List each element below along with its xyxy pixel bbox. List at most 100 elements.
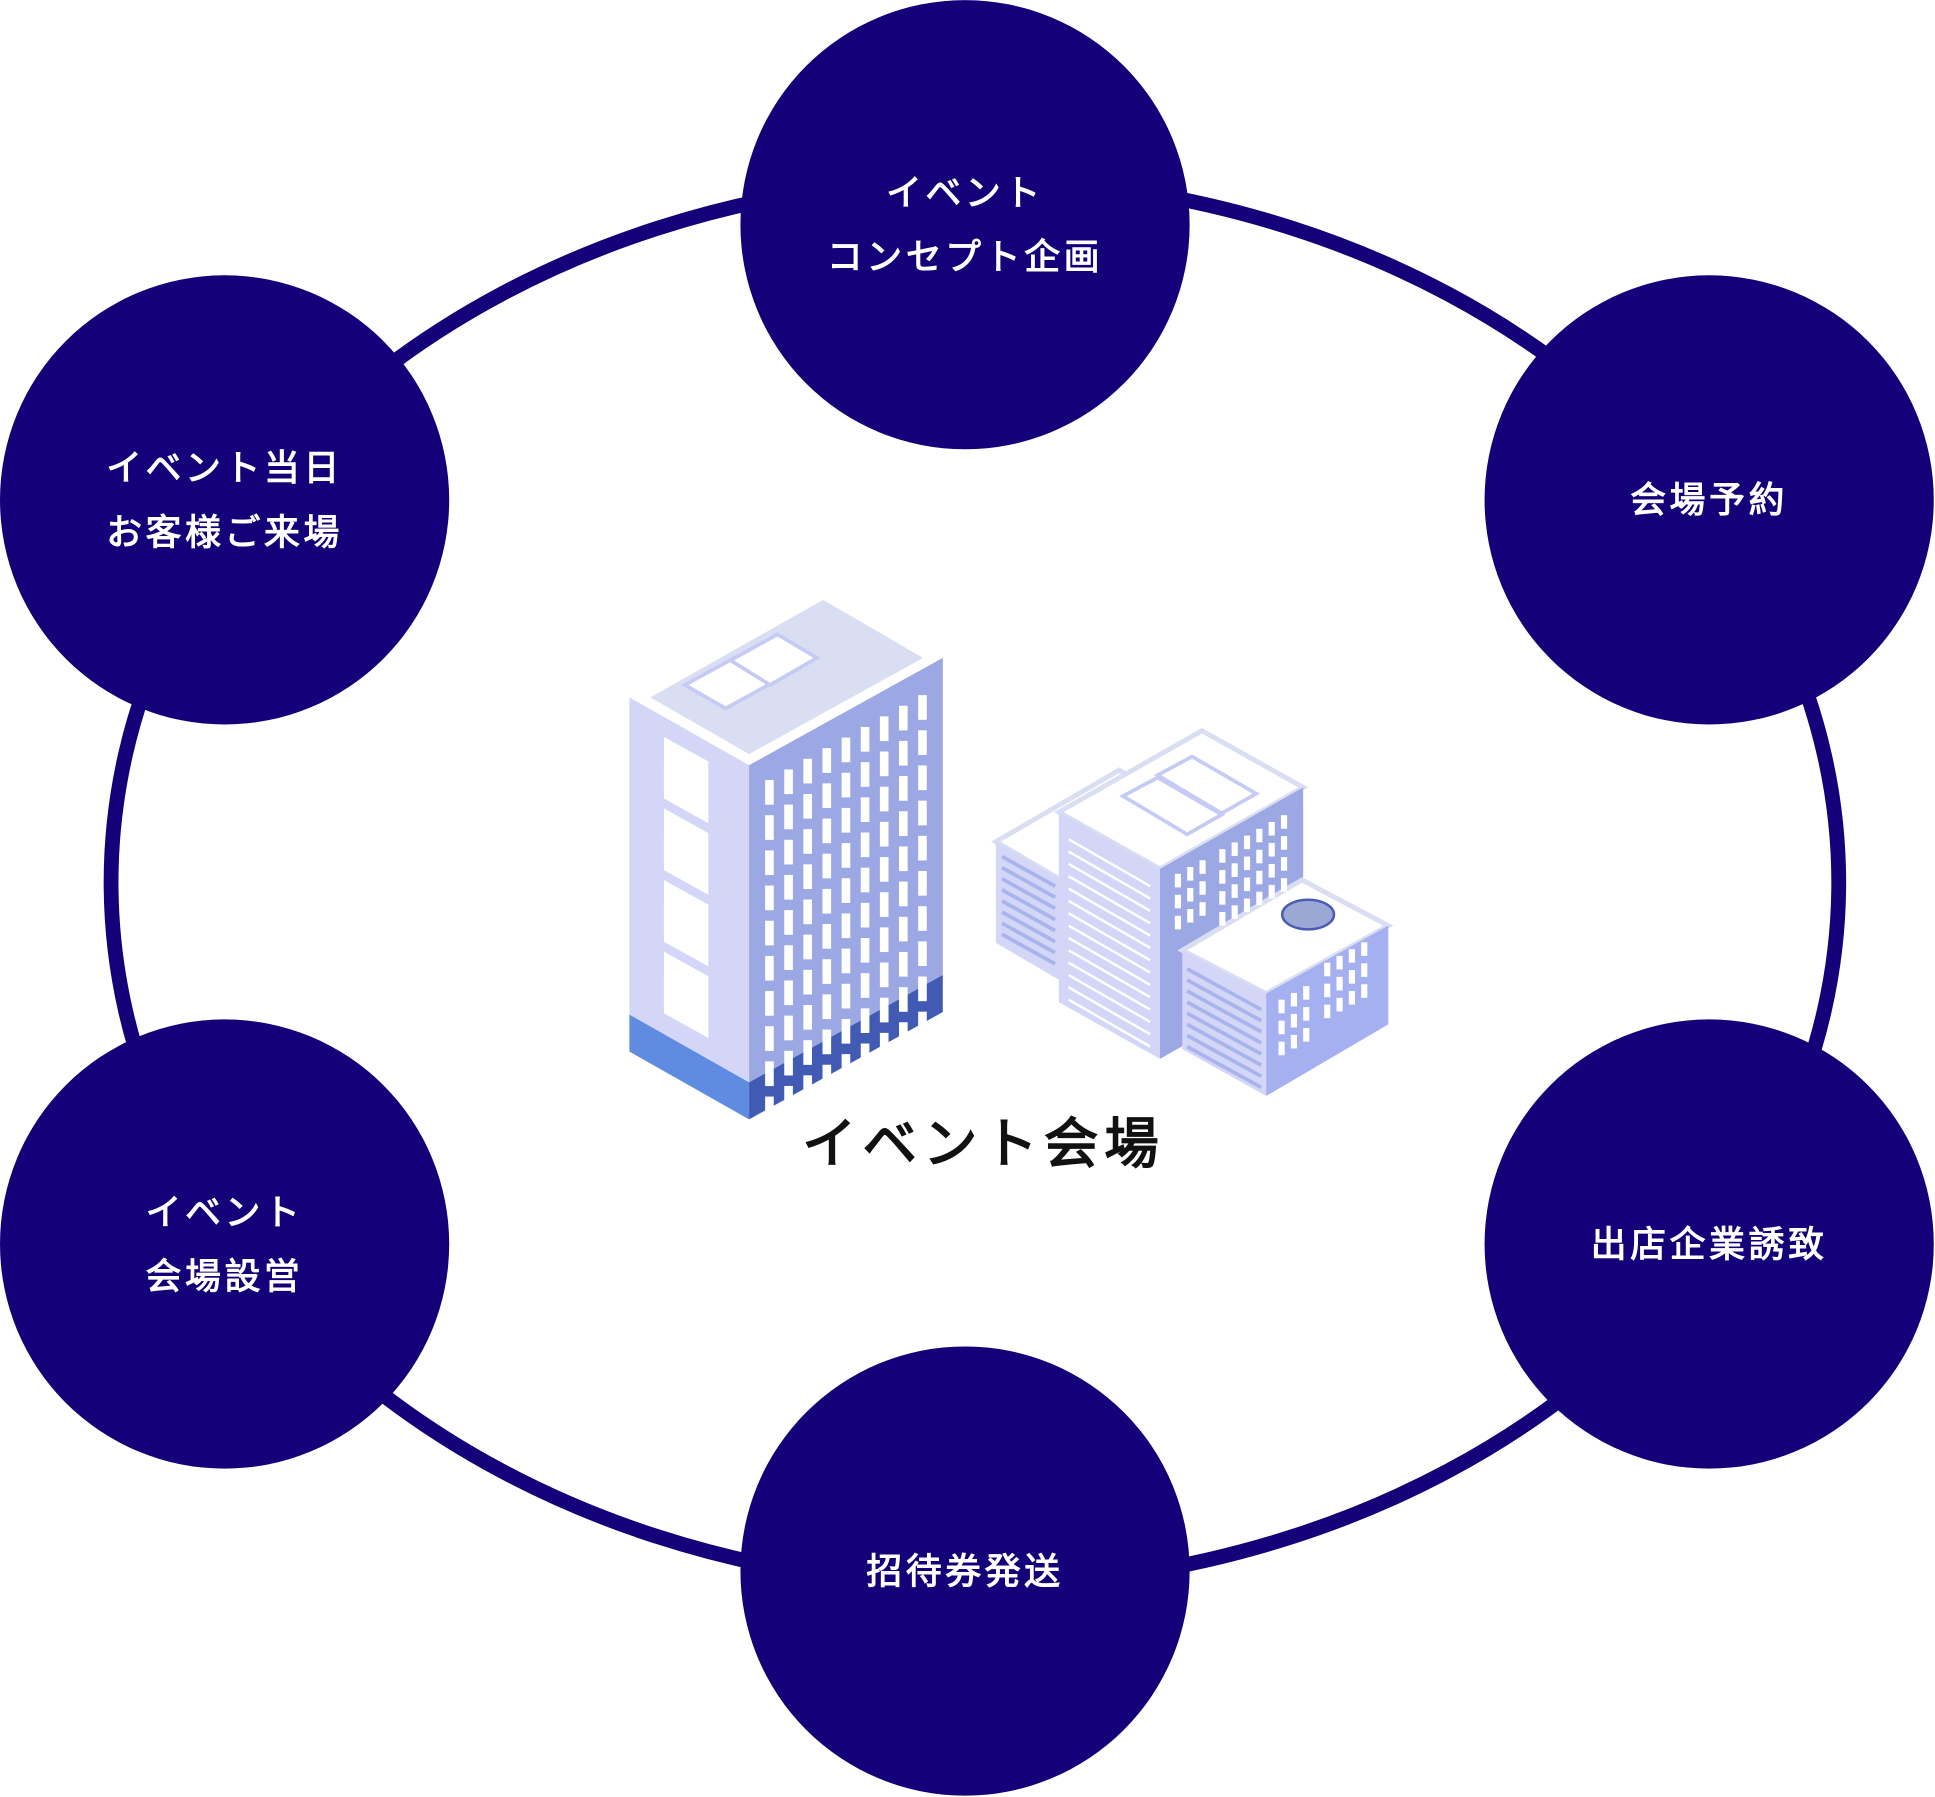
window-icon — [899, 951, 908, 977]
window-icon — [841, 1018, 851, 1044]
window-icon — [899, 881, 908, 907]
window-icon — [822, 783, 832, 809]
step-node-exhibitor-recruitment: 出店企業誘致 — [1484, 1019, 1934, 1469]
window-icon — [765, 815, 774, 840]
window-icon — [803, 969, 813, 995]
window-icon — [765, 780, 774, 805]
window-icon — [784, 980, 793, 1006]
window-icon — [879, 786, 889, 812]
window-icon — [918, 695, 927, 720]
window-icon — [803, 793, 813, 819]
window-icon — [841, 772, 851, 798]
window-icon — [784, 874, 793, 900]
window-icon — [784, 945, 793, 970]
window-icon — [784, 910, 793, 935]
step-circle — [1484, 1019, 1934, 1469]
window-icon — [765, 991, 774, 1016]
step-label: 出店企業誘致 — [1591, 1224, 1828, 1265]
window-icon — [841, 843, 851, 868]
window-icon — [765, 850, 774, 876]
window-icon — [803, 1040, 813, 1065]
window-icon — [803, 1075, 813, 1101]
window-icon — [765, 1096, 774, 1122]
window-icon — [860, 973, 870, 998]
window-icon — [918, 765, 927, 791]
window-icon — [765, 1061, 774, 1087]
window-icon — [822, 818, 832, 844]
window-icon — [918, 941, 927, 967]
window-icon — [918, 835, 927, 861]
window-icon — [860, 1043, 870, 1069]
window-icon — [803, 899, 813, 925]
step-label: 招待券発送 — [866, 1551, 1063, 1592]
window-icon — [860, 726, 870, 752]
step-node-venue-reservation: 会場予約 — [1484, 275, 1934, 725]
step-circle — [0, 275, 450, 725]
window-icon — [803, 934, 813, 960]
step-circle — [0, 1019, 450, 1469]
window-icon — [860, 937, 870, 963]
window-icon — [879, 1032, 889, 1058]
window-icon — [765, 955, 774, 981]
window-icon — [899, 846, 908, 872]
window-icon — [899, 705, 908, 731]
step-circle — [740, 1346, 1190, 1796]
window-icon — [822, 924, 832, 949]
window-icon — [841, 948, 851, 974]
window-icon — [879, 997, 889, 1023]
window-icon — [918, 730, 927, 755]
window-icon — [899, 811, 908, 836]
window-icon — [860, 902, 870, 928]
window-icon — [879, 962, 889, 988]
step-label: イベント — [146, 1192, 304, 1233]
window-icon — [841, 878, 851, 903]
window-icon — [765, 1026, 774, 1051]
window-icon — [879, 927, 889, 953]
window-icon — [899, 987, 908, 1012]
window-icon — [803, 1004, 813, 1030]
window-icon — [765, 920, 774, 946]
window-icon — [784, 1085, 793, 1111]
window-icon — [860, 762, 870, 787]
step-circle — [740, 0, 1190, 450]
window-icon — [784, 839, 793, 865]
window-icon — [918, 976, 927, 1002]
step-label: 会場予約 — [1630, 480, 1788, 521]
window-icon — [784, 1050, 793, 1076]
window-icon — [784, 804, 793, 830]
window-icon — [879, 716, 889, 742]
window-icon — [765, 885, 774, 911]
window-icon — [822, 888, 832, 914]
window-icon — [822, 748, 832, 773]
window-icon — [899, 916, 908, 942]
window-icon — [822, 1029, 832, 1055]
window-icon — [841, 983, 851, 1009]
window-icon — [860, 867, 870, 893]
window-icon — [784, 1015, 793, 1041]
step-label: 会場設営 — [146, 1256, 304, 1297]
window-icon — [879, 751, 889, 777]
window-icon — [803, 829, 813, 854]
window-icon — [879, 821, 889, 847]
window-icon — [822, 959, 832, 984]
window-icon — [879, 857, 889, 882]
window-icon — [899, 1022, 908, 1047]
step-label: イベント — [886, 173, 1044, 214]
window-icon — [841, 913, 851, 939]
step-label: お客様ご来場 — [106, 512, 343, 553]
step-node-invitation-sending: 招待券発送 — [740, 1346, 1190, 1796]
window-icon — [822, 853, 832, 879]
window-icon — [918, 1011, 927, 1037]
window-icon — [918, 906, 927, 931]
window-icon — [860, 797, 870, 822]
window-icon — [899, 740, 908, 766]
window-icon — [841, 1054, 851, 1079]
window-icon — [803, 864, 813, 889]
office-tower-illustration — [629, 599, 943, 1122]
window-icon — [918, 800, 927, 826]
window-icon — [822, 994, 832, 1020]
